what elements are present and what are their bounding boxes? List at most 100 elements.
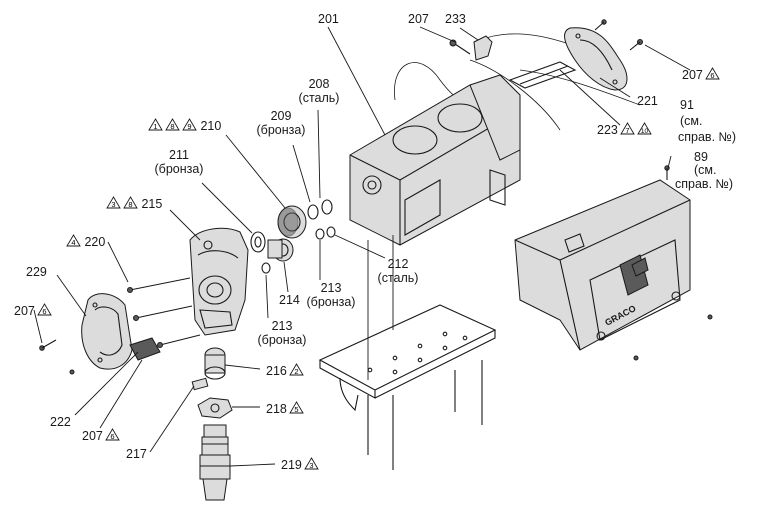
- svg-text:6: 6: [710, 71, 714, 80]
- housing-201: [349, 74, 521, 246]
- gear-housing-215: [189, 227, 249, 336]
- warning-triangle-icon: 7: [620, 122, 635, 135]
- warning-triangle-icon: 8: [165, 118, 180, 131]
- svg-text:10: 10: [641, 128, 649, 135]
- label-216: 216 2: [266, 363, 304, 378]
- label-220-number: 220: [84, 235, 106, 249]
- label-211: 211 (бронза): [148, 148, 210, 176]
- warning-triangle-icon: 5: [289, 401, 304, 414]
- label-217: 217: [126, 447, 147, 461]
- svg-text:2: 2: [294, 367, 298, 376]
- label-213-left-material: (бронза): [257, 333, 307, 347]
- label-220: 4 220: [64, 234, 105, 249]
- warning-triangle-icon: 6: [37, 303, 52, 316]
- pin-217: [191, 377, 209, 391]
- warning-triangle-icon: 3: [106, 196, 121, 209]
- label-213-left-number: 213: [271, 319, 293, 333]
- bracket-223: [508, 61, 577, 89]
- label-207-left-number: 207: [14, 304, 35, 318]
- label-91: 91: [680, 98, 694, 112]
- gear-210: [277, 205, 307, 239]
- warning-triangle-icon: 10: [637, 122, 652, 135]
- svg-text:3: 3: [111, 200, 115, 209]
- shroud-cover: GRACO: [514, 179, 713, 361]
- retainer-218: [197, 397, 233, 419]
- svg-text:9: 9: [187, 122, 191, 131]
- label-207-right-number: 207: [682, 68, 703, 82]
- label-212-number: 212: [387, 257, 409, 271]
- label-215: 3 8 215: [104, 196, 162, 211]
- svg-text:1: 1: [153, 122, 157, 131]
- cover-plate-221: [564, 19, 628, 91]
- screw-207-top: [449, 39, 471, 55]
- pump-219: [199, 424, 231, 501]
- label-89: 89: [694, 150, 708, 164]
- label-222: 222: [50, 415, 71, 429]
- svg-text:6: 6: [110, 432, 114, 441]
- label-211-number: 211: [169, 148, 189, 162]
- gear-214: [267, 238, 294, 262]
- label-91-note2: справ. №): [678, 130, 737, 144]
- label-211-material: (бронза): [154, 162, 204, 176]
- warning-triangle-icon: 6: [105, 428, 120, 441]
- svg-text:5: 5: [294, 405, 298, 414]
- warning-triangle-icon: 1: [148, 118, 163, 131]
- label-216-number: 216: [266, 364, 287, 378]
- label-229: 229: [26, 265, 47, 279]
- warning-triangle-icon: 8: [123, 196, 138, 209]
- label-209-number: 209: [270, 109, 292, 123]
- bracket-222: [129, 337, 161, 361]
- label-212-material: (сталь): [377, 271, 419, 285]
- label-89-note: (см.: [694, 163, 717, 177]
- svg-text:3: 3: [309, 461, 313, 470]
- leader-lines: [33, 26, 691, 467]
- svg-text:7: 7: [625, 126, 629, 135]
- label-210-number: 210: [200, 119, 222, 133]
- label-208-material: (сталь): [298, 91, 340, 105]
- label-213-right-material: (бронза): [306, 295, 356, 309]
- label-214: 214: [279, 293, 300, 307]
- label-89-note2: справ. №): [675, 177, 734, 191]
- clip-233: [473, 35, 493, 61]
- label-221: 221: [637, 94, 658, 108]
- label-213-right: 213 (бронза): [300, 281, 362, 309]
- label-207-top: 207: [408, 12, 429, 26]
- screw-207-left: [39, 339, 57, 351]
- label-233: 233: [445, 12, 466, 26]
- bushing-211: [250, 231, 266, 253]
- label-209-material: (бронза): [256, 123, 306, 137]
- label-213-left: 213 (бронза): [251, 319, 313, 347]
- svg-text:6: 6: [42, 307, 46, 316]
- warning-triangle-icon: 3: [304, 457, 319, 470]
- label-218: 218 5: [266, 401, 304, 416]
- base-plate: [318, 235, 497, 470]
- svg-text:4: 4: [71, 238, 75, 247]
- label-223-number: 223: [597, 123, 618, 137]
- warning-triangle-icon: 4: [66, 234, 81, 247]
- screw-207-right: [629, 39, 643, 51]
- label-207-bottom-number: 207: [82, 429, 103, 443]
- warning-triangle-icon: 6: [705, 67, 720, 80]
- label-201: 201: [318, 12, 339, 26]
- label-209: 209 (бронза): [250, 109, 312, 137]
- label-208: 208 (сталь): [293, 77, 345, 105]
- label-91-note: (см.: [680, 114, 703, 128]
- label-218-number: 218: [266, 402, 287, 416]
- svg-text:8: 8: [128, 200, 132, 209]
- label-213-right-number: 213: [320, 281, 342, 295]
- washers-208-209: [261, 199, 336, 274]
- crank-216: [204, 347, 226, 380]
- screw-89: [664, 165, 670, 180]
- svg-text:8: 8: [170, 122, 174, 131]
- label-208-number: 208: [308, 77, 330, 91]
- warning-triangle-icon: 9: [182, 118, 197, 131]
- screws-220: [127, 277, 201, 348]
- cover-229: [69, 293, 133, 375]
- label-215-number: 215: [141, 197, 163, 211]
- label-210: 1 8 9 210: [146, 118, 221, 133]
- warning-triangle-icon: 2: [289, 363, 304, 376]
